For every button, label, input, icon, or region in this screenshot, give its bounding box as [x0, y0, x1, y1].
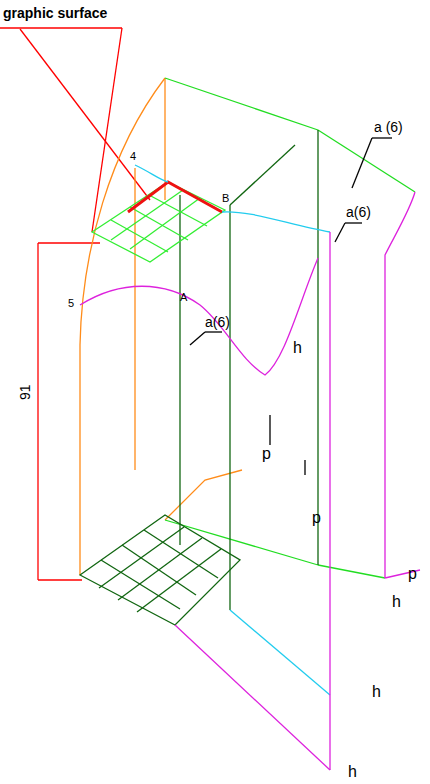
point-label: p: [408, 566, 417, 582]
point-label: 5: [68, 298, 74, 309]
point-label: p: [312, 510, 321, 526]
point-label: 4: [130, 151, 136, 162]
point-label: p: [262, 446, 271, 462]
point-label: A: [180, 292, 187, 303]
point-label: a(6): [205, 315, 230, 329]
dimension-value: 91: [18, 384, 32, 400]
point-label: a (6): [374, 120, 403, 134]
point-label: h: [348, 764, 357, 780]
point-label: h: [293, 340, 302, 356]
point-label: graphic surface: [3, 6, 107, 20]
point-label: a(6): [346, 205, 371, 219]
point-label: B: [222, 193, 229, 204]
point-label: h: [392, 594, 401, 610]
point-label: h: [372, 684, 381, 700]
